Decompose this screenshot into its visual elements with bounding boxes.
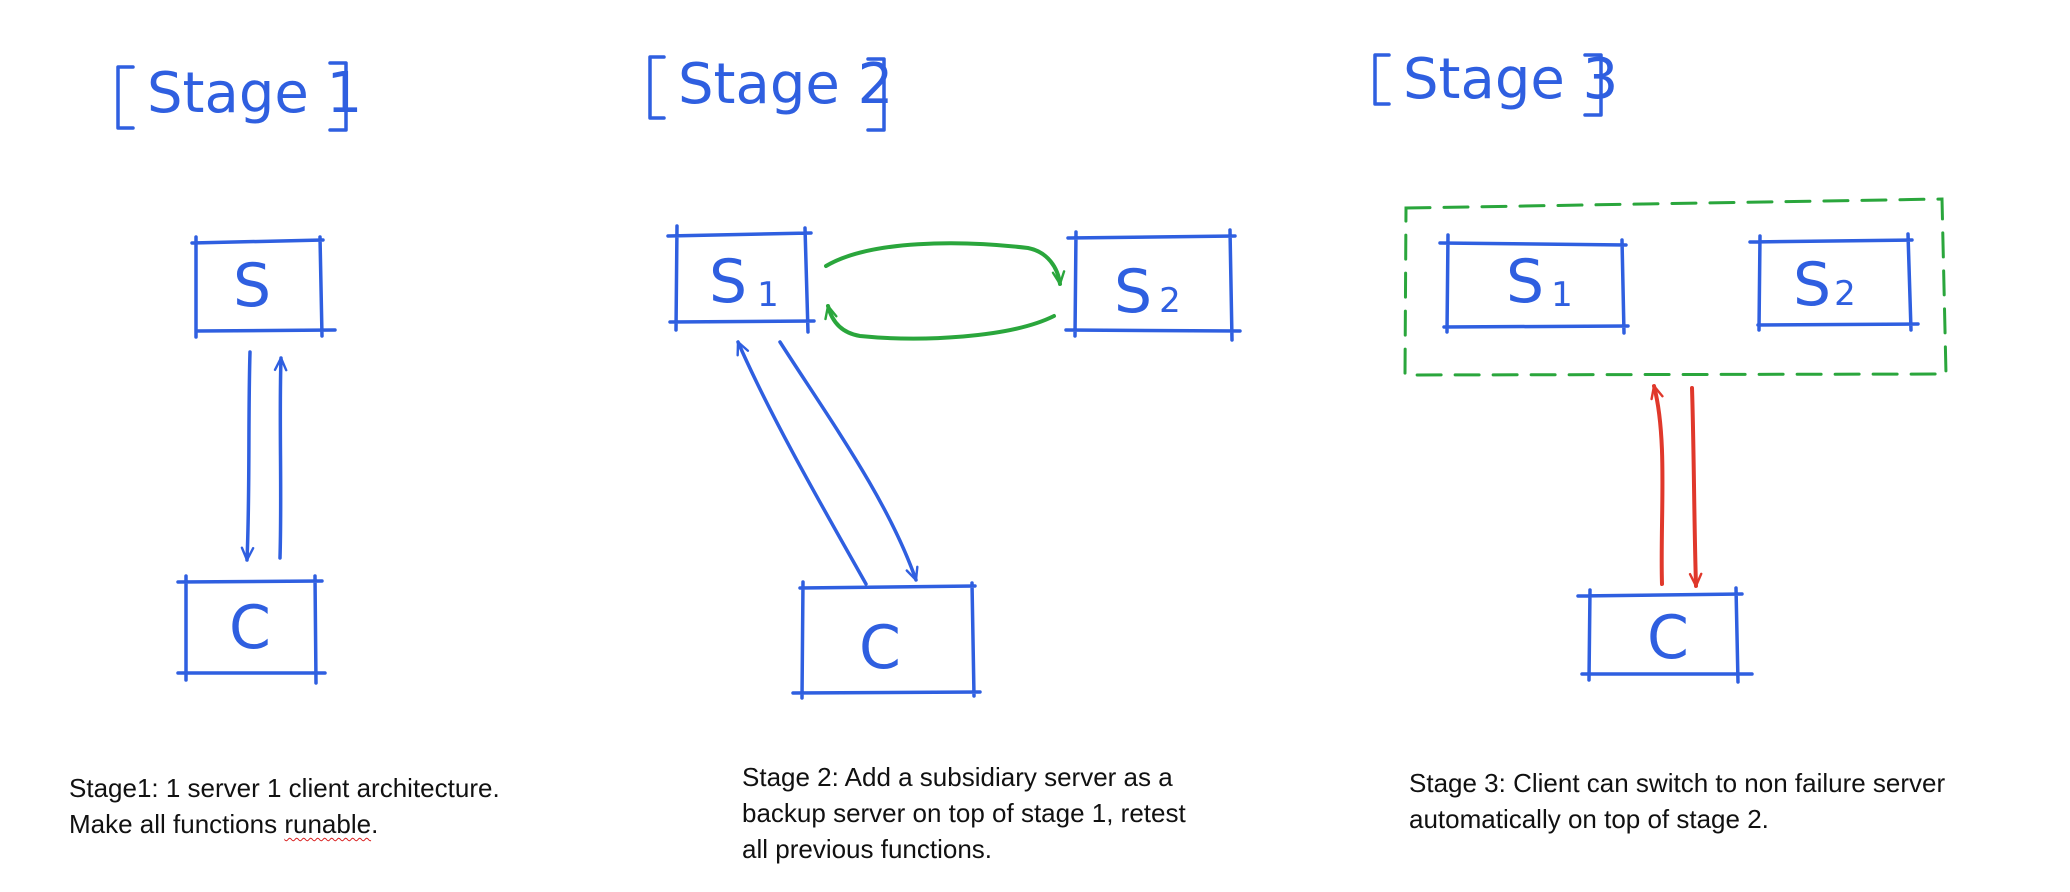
client-label: C bbox=[859, 613, 901, 683]
client-to-cluster-arrow bbox=[1650, 384, 1665, 586]
stage-3-heading: Stage 3 bbox=[1373, 47, 1618, 117]
client-box bbox=[176, 574, 327, 685]
server-1-node: S 1 bbox=[1438, 233, 1630, 335]
server-2-subscript: 2 bbox=[1834, 274, 1856, 314]
server-to-client-arrow bbox=[778, 340, 919, 582]
client-box bbox=[1576, 586, 1754, 684]
right-bracket-icon bbox=[1583, 53, 1603, 117]
server-1-node: S 1 bbox=[666, 224, 816, 334]
server-2-node: S 2 bbox=[1064, 228, 1242, 342]
replication-arrow-to-s2 bbox=[824, 241, 1066, 286]
stage-1-caption-line-1: Stage1: 1 server 1 client architecture. bbox=[69, 773, 500, 803]
stage-3: Stage 3 S 1 S 2 C bbox=[1373, 47, 1948, 684]
client-label: C bbox=[229, 593, 271, 663]
request-arrow bbox=[240, 350, 255, 562]
server-1-label: S bbox=[709, 247, 747, 317]
right-bracket-icon bbox=[328, 61, 348, 132]
left-bracket-icon bbox=[1373, 53, 1391, 106]
client-to-server-arrow bbox=[736, 340, 868, 586]
server-node: S bbox=[190, 235, 337, 339]
server-box bbox=[190, 235, 337, 339]
server-1-box bbox=[1438, 233, 1630, 335]
stage-1-caption-period: . bbox=[371, 809, 379, 839]
server-cluster-boundary bbox=[1403, 197, 1948, 377]
client-node: C bbox=[176, 574, 327, 685]
cluster-to-client-arrow bbox=[1688, 386, 1703, 588]
server-2-label: S bbox=[1114, 257, 1152, 327]
stage-2-caption: Stage 2: Add a subsidiary server as a ba… bbox=[742, 762, 1186, 864]
server-1-subscript: 1 bbox=[1551, 275, 1573, 315]
right-bracket-icon bbox=[866, 57, 886, 132]
server-1-subscript: 1 bbox=[757, 275, 779, 315]
stage-1-heading: Stage 1 bbox=[116, 61, 362, 132]
server-2-box bbox=[1748, 232, 1920, 332]
spelling-squiggle-word: runable bbox=[284, 809, 372, 839]
replication-arrow-to-s1 bbox=[824, 304, 1056, 341]
stage-2: Stage 2 S 1 S 2 C bbox=[648, 52, 1242, 700]
stage-2-title: Stage 2 bbox=[678, 52, 893, 117]
stage-1-title: Stage 1 bbox=[147, 61, 362, 126]
server-label: S bbox=[233, 251, 271, 321]
left-bracket-icon bbox=[116, 65, 135, 130]
client-node: C bbox=[791, 580, 982, 700]
stage-3-caption: Stage 3: Client can switch to non failur… bbox=[1409, 768, 1946, 834]
server-1-label: S bbox=[1506, 247, 1544, 317]
client-node: C bbox=[1576, 586, 1754, 684]
server-1-box bbox=[666, 224, 816, 334]
left-bracket-icon bbox=[648, 55, 666, 120]
stage-1-caption: Stage1: 1 server 1 client architecture. M… bbox=[69, 770, 500, 842]
stage-1: Stage 1 S C bbox=[116, 61, 362, 685]
client-label: C bbox=[1647, 603, 1689, 673]
client-box bbox=[791, 580, 982, 700]
response-arrow bbox=[273, 356, 288, 560]
stage-3-title: Stage 3 bbox=[1403, 47, 1618, 112]
server-2-label: S bbox=[1793, 250, 1831, 320]
stage-1-caption-line-2: Make all functions bbox=[69, 809, 285, 839]
server-2-node: S 2 bbox=[1748, 232, 1920, 332]
server-2-box bbox=[1064, 228, 1242, 342]
server-2-subscript: 2 bbox=[1159, 281, 1181, 321]
stage-2-heading: Stage 2 bbox=[648, 52, 893, 132]
